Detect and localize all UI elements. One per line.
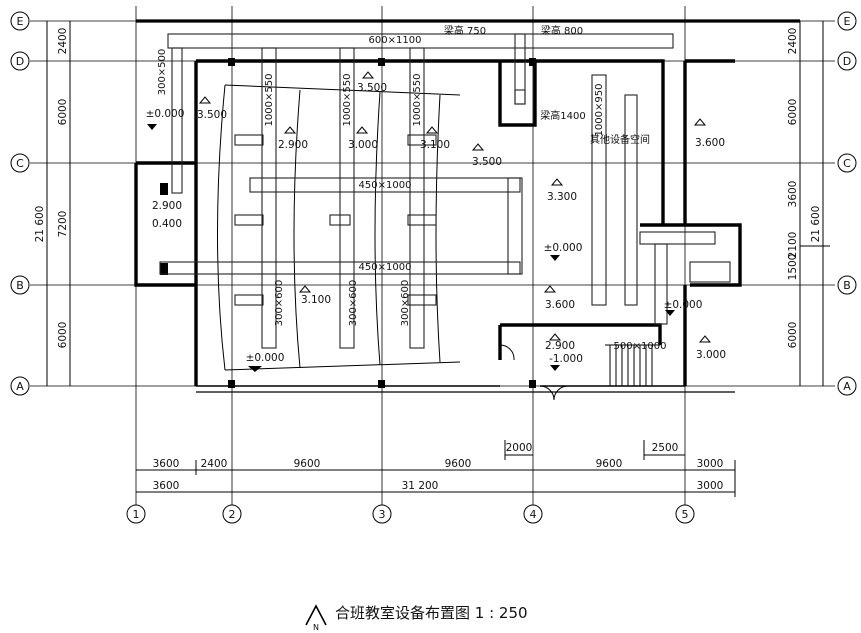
dim-right-2400: 2400 [787, 28, 799, 55]
elev-m1000: -1.000 [549, 353, 583, 365]
elev-2900-b: 2.900 [545, 340, 575, 352]
duct-label-drop-3: 1000×550 [412, 74, 423, 127]
elev-left-pm: ±0.000 [146, 108, 185, 120]
dim-right-1500: 1500 [787, 254, 799, 281]
duct-label-vert-1: 300×600 [274, 280, 285, 327]
dim-door-2000: 2000 [506, 442, 533, 454]
duct-label-right-drop: 1000×950 [594, 84, 605, 137]
dimension-lines [46, 21, 830, 497]
dim-bottom2-total: 31 200 [402, 480, 439, 492]
dim-right-2100: 2100 [787, 232, 799, 259]
elev-3300: 3.300 [547, 191, 577, 203]
duct-label-right-low: 500×1000 [614, 341, 667, 352]
duct-label-main: 600×1100 [369, 35, 422, 46]
axis-label-2: 2 [229, 508, 236, 521]
dim-bottom-3000: 3000 [697, 458, 724, 470]
north-label: N [313, 623, 319, 632]
elev-3100-a: 3.100 [420, 139, 450, 151]
elev-3600-low: 3.600 [545, 299, 575, 311]
elev-2900-a: 2.900 [278, 139, 308, 151]
duct-label-branch-left: 300×500 [157, 49, 168, 96]
axis-label-E-left: E [17, 15, 24, 28]
dim-bottom2-3000: 3000 [697, 480, 724, 492]
axis-label-C-right: C [843, 157, 851, 170]
room-note: 其他设备空间 [590, 133, 650, 146]
drawing-title: 合班教室设备布置图 1 : 250 [335, 604, 528, 622]
elev-pm-mid: ±0.000 [544, 242, 583, 254]
elev-pm-bottom: ±0.000 [246, 352, 285, 364]
axis-label-D-left: D [16, 55, 24, 68]
dim-left-total: 21 600 [34, 206, 46, 243]
elev-2900-side: 2.900 [152, 200, 182, 212]
dim-right-6000-bottom: 6000 [787, 322, 799, 349]
dim-bottom-9600-b: 9600 [445, 458, 472, 470]
axis-label-B-left: B [16, 279, 24, 292]
seating-curves [217, 84, 461, 371]
beam-label-750: 梁高 750 [444, 24, 486, 37]
duct-label-vert-2: 300×600 [348, 280, 359, 327]
dim-left-2400: 2400 [57, 28, 69, 55]
axis-label-D-right: D [843, 55, 851, 68]
axis-label-4: 4 [530, 508, 537, 521]
axis-label-B-right: B [843, 279, 851, 292]
dim-bottom-2400: 2400 [201, 458, 228, 470]
dim-left-6000-bottom: 6000 [57, 322, 69, 349]
axis-bubbles [10, 11, 857, 524]
duct-label-row-2: 450×1000 [359, 262, 412, 273]
dim-bottom-3600: 3600 [153, 458, 180, 470]
axis-label-1: 1 [133, 508, 140, 521]
grid-lines [30, 6, 835, 505]
axis-label-A-right: A [843, 380, 851, 393]
axis-label-5: 5 [682, 508, 689, 521]
elev-3000-right: 3.000 [696, 349, 726, 361]
dim-door-2500: 2500 [652, 442, 679, 454]
elev-3500-a: 3.500 [197, 109, 227, 121]
dim-right-3600: 3600 [787, 181, 799, 208]
north-arrow-icon [305, 604, 327, 626]
duct-label-vert-3: 300×600 [400, 280, 411, 327]
elev-3600-right: 3.600 [695, 137, 725, 149]
axis-label-A-left: A [16, 380, 24, 393]
elevation-markers [147, 71, 712, 372]
dim-left-7200: 7200 [57, 211, 69, 238]
elev-pm-right: ±0.000 [664, 299, 703, 311]
dim-bottom-9600-c: 9600 [596, 458, 623, 470]
beam-label-800: 梁高 800 [541, 24, 583, 37]
elev-0400: 0.400 [152, 218, 182, 230]
duct-label-drop-2: 1000×550 [342, 74, 353, 127]
duct-label-row-1: 450×1000 [359, 180, 412, 191]
elev-3500-c: 3.500 [472, 156, 502, 168]
beam-label-1400: 梁高1400 [540, 109, 585, 122]
building-walls [134, 19, 800, 401]
axis-label-C-left: C [16, 157, 24, 170]
dim-bottom2-3600: 3600 [153, 480, 180, 492]
duct-network [159, 33, 731, 349]
dim-left-6000-top: 6000 [57, 99, 69, 126]
elev-3500-b: 3.500 [357, 82, 387, 94]
elev-3100-b: 3.100 [301, 294, 331, 306]
elev-3000: 3.000 [348, 139, 378, 151]
duct-label-drop-1: 1000×550 [264, 74, 275, 127]
dim-right-6000-top: 6000 [787, 99, 799, 126]
axis-label-E-right: E [844, 15, 851, 28]
dim-bottom-9600-a: 9600 [294, 458, 321, 470]
dim-right-total: 21 600 [810, 206, 822, 243]
axis-label-3: 3 [379, 508, 386, 521]
